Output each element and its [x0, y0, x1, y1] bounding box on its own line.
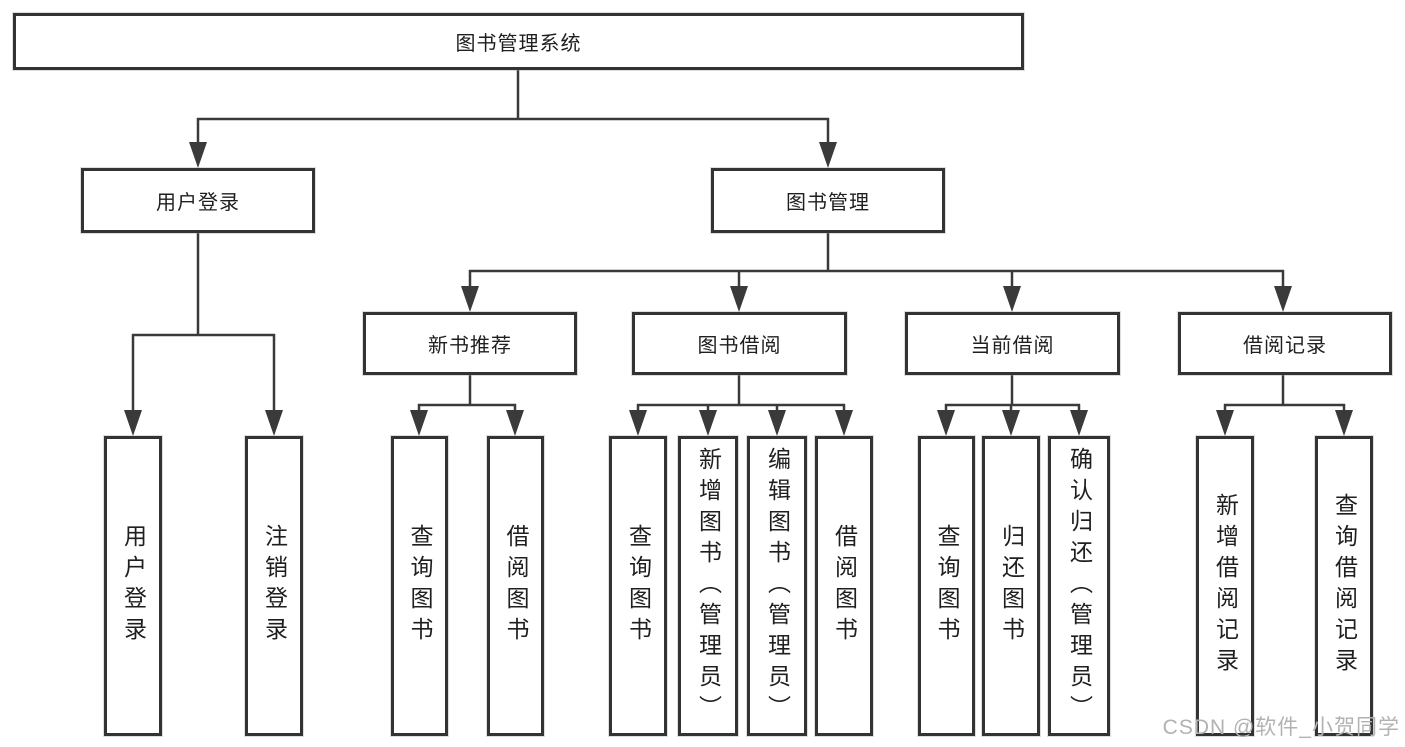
- node-user-login: 用户登录: [81, 168, 315, 233]
- leaf-return-book: 归还图书: [982, 436, 1040, 736]
- connector-book-mgmt-children: [461, 233, 1292, 312]
- connector-user-login-children: [124, 233, 283, 436]
- leaf-add-borrow-record: 新增借阅记录: [1196, 436, 1254, 736]
- leaf-confirm-return-admin: 确认归还（管理员）: [1048, 436, 1110, 736]
- connector-root-to-level2: [189, 70, 837, 168]
- node-library-system-root: 图书管理系统: [13, 13, 1024, 70]
- leaf-edit-book-admin: 编辑图书（管理员）: [747, 436, 807, 736]
- leaf-borrowing-query-book: 查询图书: [609, 436, 667, 736]
- leaf-user-login: 用户登录: [104, 436, 162, 736]
- connector-new-book-rec-children: [410, 375, 524, 436]
- node-current-borrowing: 当前借阅: [905, 312, 1120, 375]
- csdn-watermark: CSDN @软件_小贺同学: [1162, 716, 1400, 739]
- leaf-current-query-book: 查询图书: [918, 436, 975, 736]
- node-borrowing-records: 借阅记录: [1178, 312, 1392, 375]
- node-new-book-recommend: 新书推荐: [363, 312, 577, 375]
- node-book-management: 图书管理: [711, 168, 945, 233]
- node-book-borrowing: 图书借阅: [632, 312, 847, 375]
- connector-book-borrow-children: [629, 375, 853, 436]
- leaf-borrow-book: 借阅图书: [815, 436, 873, 736]
- leaf-recommend-borrow-book: 借阅图书: [487, 436, 544, 736]
- leaf-query-borrow-record: 查询借阅记录: [1315, 436, 1373, 736]
- connector-borrow-records-children: [1216, 375, 1353, 436]
- connector-current-borrow-children: [937, 375, 1088, 436]
- leaf-add-book-admin: 新增图书（管理员）: [678, 436, 738, 736]
- leaf-recommend-query-book: 查询图书: [391, 436, 448, 736]
- leaf-logout: 注销登录: [245, 436, 303, 736]
